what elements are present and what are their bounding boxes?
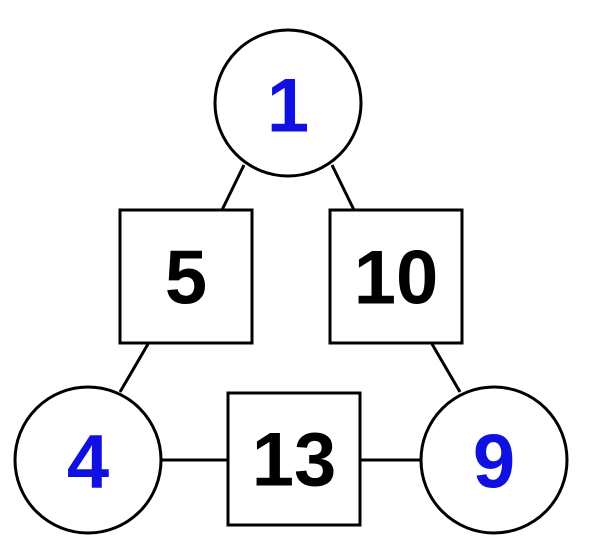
edge-right-square-to-bottom-right	[430, 343, 462, 393]
square-right-shape	[328, 208, 464, 345]
circle-node-bottom-left: 4	[13, 385, 163, 535]
square-bottom-label: 13	[252, 418, 337, 503]
square-left-label: 5	[165, 236, 207, 321]
edge-left-square-to-bottom-left	[118, 343, 150, 393]
edge-top-to-right-square	[330, 164, 356, 211]
square-left-shape	[118, 208, 254, 345]
square-node-right: 10	[328, 208, 464, 345]
edges	[118, 164, 462, 462]
circle-bottom-right-label: 9	[473, 420, 515, 505]
square-node-bottom: 13	[226, 391, 362, 527]
square-bottom-shape	[226, 391, 362, 527]
edge-top-to-left-square	[220, 164, 246, 211]
circle-top-label: 1	[267, 64, 309, 149]
circle-node-top: 1	[213, 28, 363, 178]
circle-bottom-left-label: 4	[67, 420, 109, 505]
circle-bottom-right-shape	[419, 385, 569, 535]
square-node-left: 5	[118, 208, 254, 345]
circle-node-bottom-right: 9	[419, 385, 569, 535]
square-right-label: 10	[354, 236, 439, 321]
circle-top-shape	[213, 28, 363, 178]
circle-bottom-left-shape	[13, 385, 163, 535]
